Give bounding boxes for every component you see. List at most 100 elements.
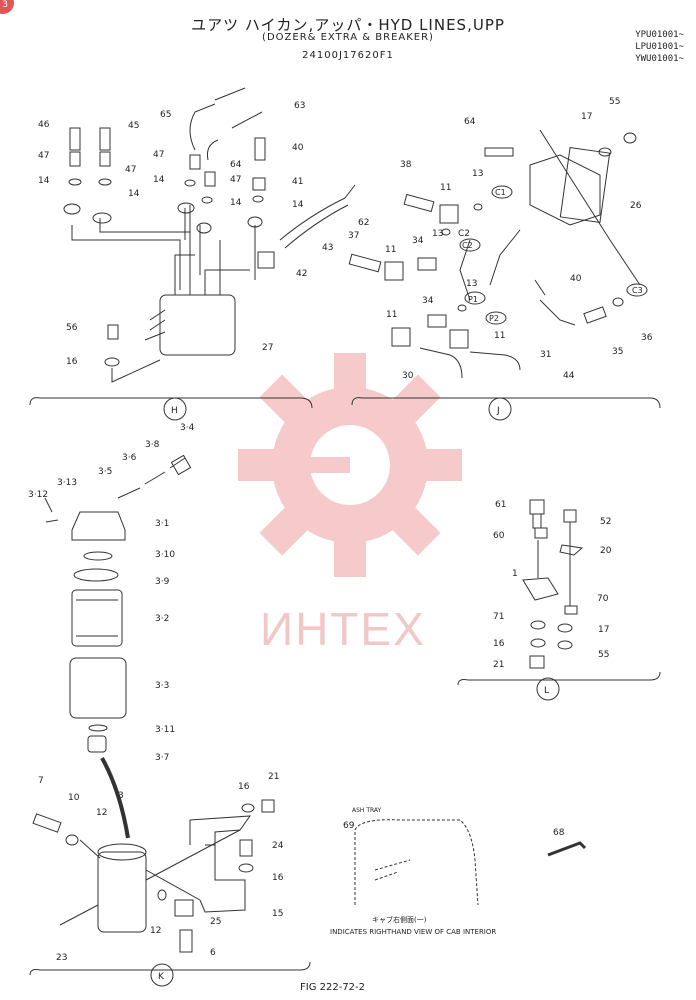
- callout-label: 43: [322, 243, 333, 253]
- section-l-letter: L: [544, 686, 549, 696]
- serial-range-3: YWU01001~: [635, 54, 684, 64]
- callout-label: 65: [160, 110, 171, 120]
- callout-label: 55: [609, 97, 620, 107]
- callout-label: 30: [402, 371, 414, 381]
- serial-range-2: LPU01001~: [635, 42, 684, 52]
- callout-label: 21: [268, 772, 279, 782]
- callout-label: 40: [292, 143, 304, 153]
- callout-label: 31: [540, 350, 551, 360]
- callout-label: 3·12: [28, 490, 48, 500]
- callout-label: 3·1: [155, 519, 169, 529]
- callout-label: 38: [400, 160, 412, 170]
- callout-label: 35: [612, 347, 623, 357]
- section-h-drawing: [29, 87, 356, 409]
- callout-label: 42: [296, 269, 307, 279]
- callout-label: 70: [597, 594, 609, 604]
- corner-badge: 3: [0, 0, 14, 14]
- callout-label: 47: [125, 165, 136, 175]
- callout-label: 3: [118, 791, 124, 801]
- callout-label: 36: [641, 333, 653, 343]
- callout-label: 3·9: [155, 577, 170, 587]
- callout-label: 41: [292, 177, 303, 187]
- callout-label: 52: [600, 517, 611, 527]
- callout-label: 11: [386, 310, 397, 320]
- diagram-subtitle: (DOZER& EXTRA & BREAKER): [262, 32, 434, 43]
- callout-label: 71: [493, 612, 504, 622]
- callout-label: 23: [56, 953, 67, 963]
- callout-label: 3·3: [155, 681, 169, 691]
- figure-number: FIG 222-72-2: [300, 982, 366, 993]
- callout-label: 25: [210, 917, 221, 927]
- callout-label: 47: [38, 151, 49, 161]
- callout-label: 20: [600, 546, 612, 556]
- section-j-letter: J: [496, 406, 500, 416]
- callout-label: 11: [440, 183, 451, 193]
- section-j-marker: [488, 397, 512, 421]
- callout-label: 12: [96, 808, 107, 818]
- cab-caption-jp: キャブ右側面(一): [372, 915, 427, 924]
- callout-label: 14: [230, 198, 242, 208]
- diagram-title: ユアツ ハイカン,アッパ・HYD LINES,UPP: [191, 16, 505, 34]
- watermark-text: ИНТЕХ: [260, 603, 426, 655]
- callout-label: 69: [343, 821, 355, 831]
- callout-label: 46: [38, 120, 50, 130]
- callout-label: 56: [66, 323, 78, 333]
- callout-label: 10: [68, 793, 80, 803]
- callout-label: 3·7: [155, 753, 169, 763]
- callout-label: 6: [210, 948, 216, 958]
- callout-label: 60: [493, 531, 505, 541]
- callout-label: 3·13: [57, 478, 77, 488]
- callout-label: 17: [581, 112, 592, 122]
- callout-label: 13: [432, 229, 443, 239]
- section-l-drawing: [457, 499, 661, 686]
- callout-label: 7: [38, 776, 44, 786]
- callout-label: 3·6: [122, 453, 137, 463]
- callout-label: 13: [466, 279, 477, 289]
- callout-label: 63: [294, 101, 305, 111]
- section-h-letter: H: [171, 406, 178, 416]
- callout-label: 47: [153, 150, 164, 160]
- callout-label: 3·4: [180, 423, 195, 433]
- callout-label: 15: [272, 909, 283, 919]
- callout-label: 16: [238, 782, 250, 792]
- callout-label: C2: [458, 229, 470, 239]
- callout-label: 47: [230, 175, 241, 185]
- callout-label: 3·11: [155, 725, 175, 735]
- callout-label: C3: [632, 286, 643, 295]
- callout-label: 34: [412, 236, 424, 246]
- section-k-drawing: [29, 799, 311, 976]
- section-l-marker: [536, 677, 560, 701]
- callout-label: 14: [128, 189, 140, 199]
- callout-label: C2: [462, 241, 473, 250]
- callout-label: 64: [464, 117, 476, 127]
- callout-label: 26: [630, 201, 642, 211]
- callout-label: 24: [272, 841, 284, 851]
- callout-label: 14: [292, 200, 304, 210]
- cab-interior-drawing: [354, 819, 479, 906]
- filter-drawing: [44, 454, 192, 839]
- serial-range-1: YPU01001~: [635, 30, 684, 40]
- callout-label: 16: [493, 639, 505, 649]
- section-h-marker: [163, 397, 187, 421]
- callout-label: 40: [570, 274, 582, 284]
- callout-label: 16: [66, 357, 78, 367]
- ash-tray-label: ASH TRAY: [352, 807, 382, 814]
- callout-label: C1: [495, 188, 506, 197]
- part-number: 24100J17620F1: [302, 50, 394, 61]
- callout-label: 3·8: [145, 440, 160, 450]
- callout-label: 16: [272, 873, 284, 883]
- callout-label: 45: [128, 121, 139, 131]
- callout-label: 3·5: [98, 467, 112, 477]
- callout-label: 13: [472, 169, 483, 179]
- callout-label: 27: [262, 343, 273, 353]
- callout-label: 14: [38, 176, 50, 186]
- callout-label: 3·2: [155, 614, 169, 624]
- callout-label: 61: [495, 500, 506, 510]
- callout-label: P2: [489, 314, 499, 323]
- callout-label: 11: [385, 245, 396, 255]
- callout-label: 1: [512, 569, 518, 579]
- callout-label: 21: [493, 660, 504, 670]
- callout-label: 44: [563, 371, 575, 381]
- section-k-letter: K: [158, 972, 165, 982]
